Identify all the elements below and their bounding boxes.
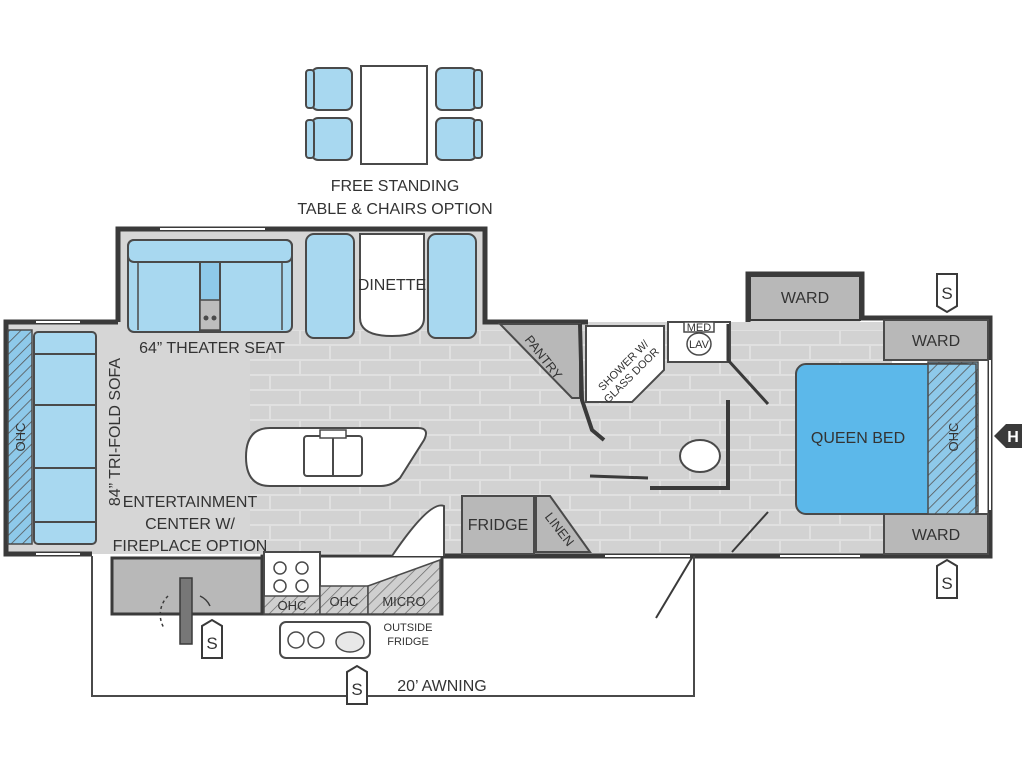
ward-right-bottom-label: WARD — [912, 527, 960, 544]
tri-fold-sofa: OHC 84” TRI-FOLD SOFA — [7, 329, 124, 545]
s-marker: S — [346, 664, 368, 705]
outside-fridge-label-1: OUTSIDE — [384, 622, 433, 634]
dinette: DINETTE — [305, 233, 477, 339]
s-marker-label: S — [206, 634, 217, 653]
chair — [435, 67, 483, 111]
s-marker-label: S — [351, 680, 362, 699]
theater-seat: 64” THEATER SEAT — [127, 239, 293, 357]
entertainment-label-3: FIREPLACE OPTION — [113, 538, 268, 555]
ward-top-label: WARD — [781, 290, 829, 307]
ohc-right-label-overlay: OHC — [946, 423, 961, 452]
kitchen-island — [244, 427, 427, 487]
table-chairs-option-label: TABLE & CHAIRS OPTION — [297, 201, 492, 218]
entertainment-center: ENTERTAINMENT CENTER W/ FIREPLACE OPTION — [113, 494, 268, 555]
entertainment-label-2: CENTER W/ — [145, 516, 235, 533]
micro-label: MICRO — [382, 594, 425, 609]
lav-label: LAV — [689, 339, 710, 351]
bathroom: SHOWER W/ GLASS DOOR MED LAV — [585, 321, 770, 553]
chair — [435, 117, 483, 161]
s-marker: S — [201, 618, 223, 659]
s-marker: S — [936, 273, 958, 314]
s-marker-label: S — [941, 574, 952, 593]
entertainment-label-1: ENTERTAINMENT — [123, 494, 258, 511]
ohc-middle-label: OHC — [330, 594, 359, 609]
queen-bed-label: QUEEN BED — [811, 430, 905, 447]
windows — [36, 228, 991, 557]
ohc-left-label: OHC — [13, 423, 28, 452]
table-chairs-option: FREE STANDING TABLE & CHAIRS OPTION — [297, 65, 493, 218]
hitch-marker: H — [994, 424, 1022, 448]
fridge-linen: FRIDGE LINEN — [461, 495, 592, 555]
tri-fold-sofa-label: 84” TRI-FOLD SOFA — [107, 358, 124, 507]
free-standing-label: FREE STANDING — [331, 178, 460, 195]
s-marker-label: S — [941, 284, 952, 303]
entry-door — [655, 555, 694, 619]
ward-right-top-label: WARD — [912, 333, 960, 350]
outdoor-kitchen: OHC OHC MICRO — [110, 504, 445, 645]
hitch-label: H — [1007, 429, 1019, 446]
outside-fridge-label-2: FRIDGE — [387, 636, 429, 648]
tv-mount — [179, 577, 193, 645]
stove — [263, 551, 321, 599]
awning: 20’ AWNING — [91, 556, 695, 697]
chair — [305, 117, 353, 161]
theater-seat-label: 64” THEATER SEAT — [139, 340, 285, 357]
awning-label: 20’ AWNING — [397, 678, 487, 695]
bedroom: WARD WARD WARD OHC OHC QUEEN BED — [749, 275, 989, 555]
dinette-label: DINETTE — [358, 277, 426, 294]
chair — [305, 67, 353, 111]
ohc-stove-label: OHC — [278, 598, 307, 613]
outdoor-cooktop: OUTSIDE FRIDGE — [279, 621, 433, 659]
med-label: MED — [687, 322, 712, 334]
s-marker: S — [936, 558, 958, 599]
toilet — [679, 439, 721, 473]
fridge-label: FRIDGE — [468, 517, 528, 534]
